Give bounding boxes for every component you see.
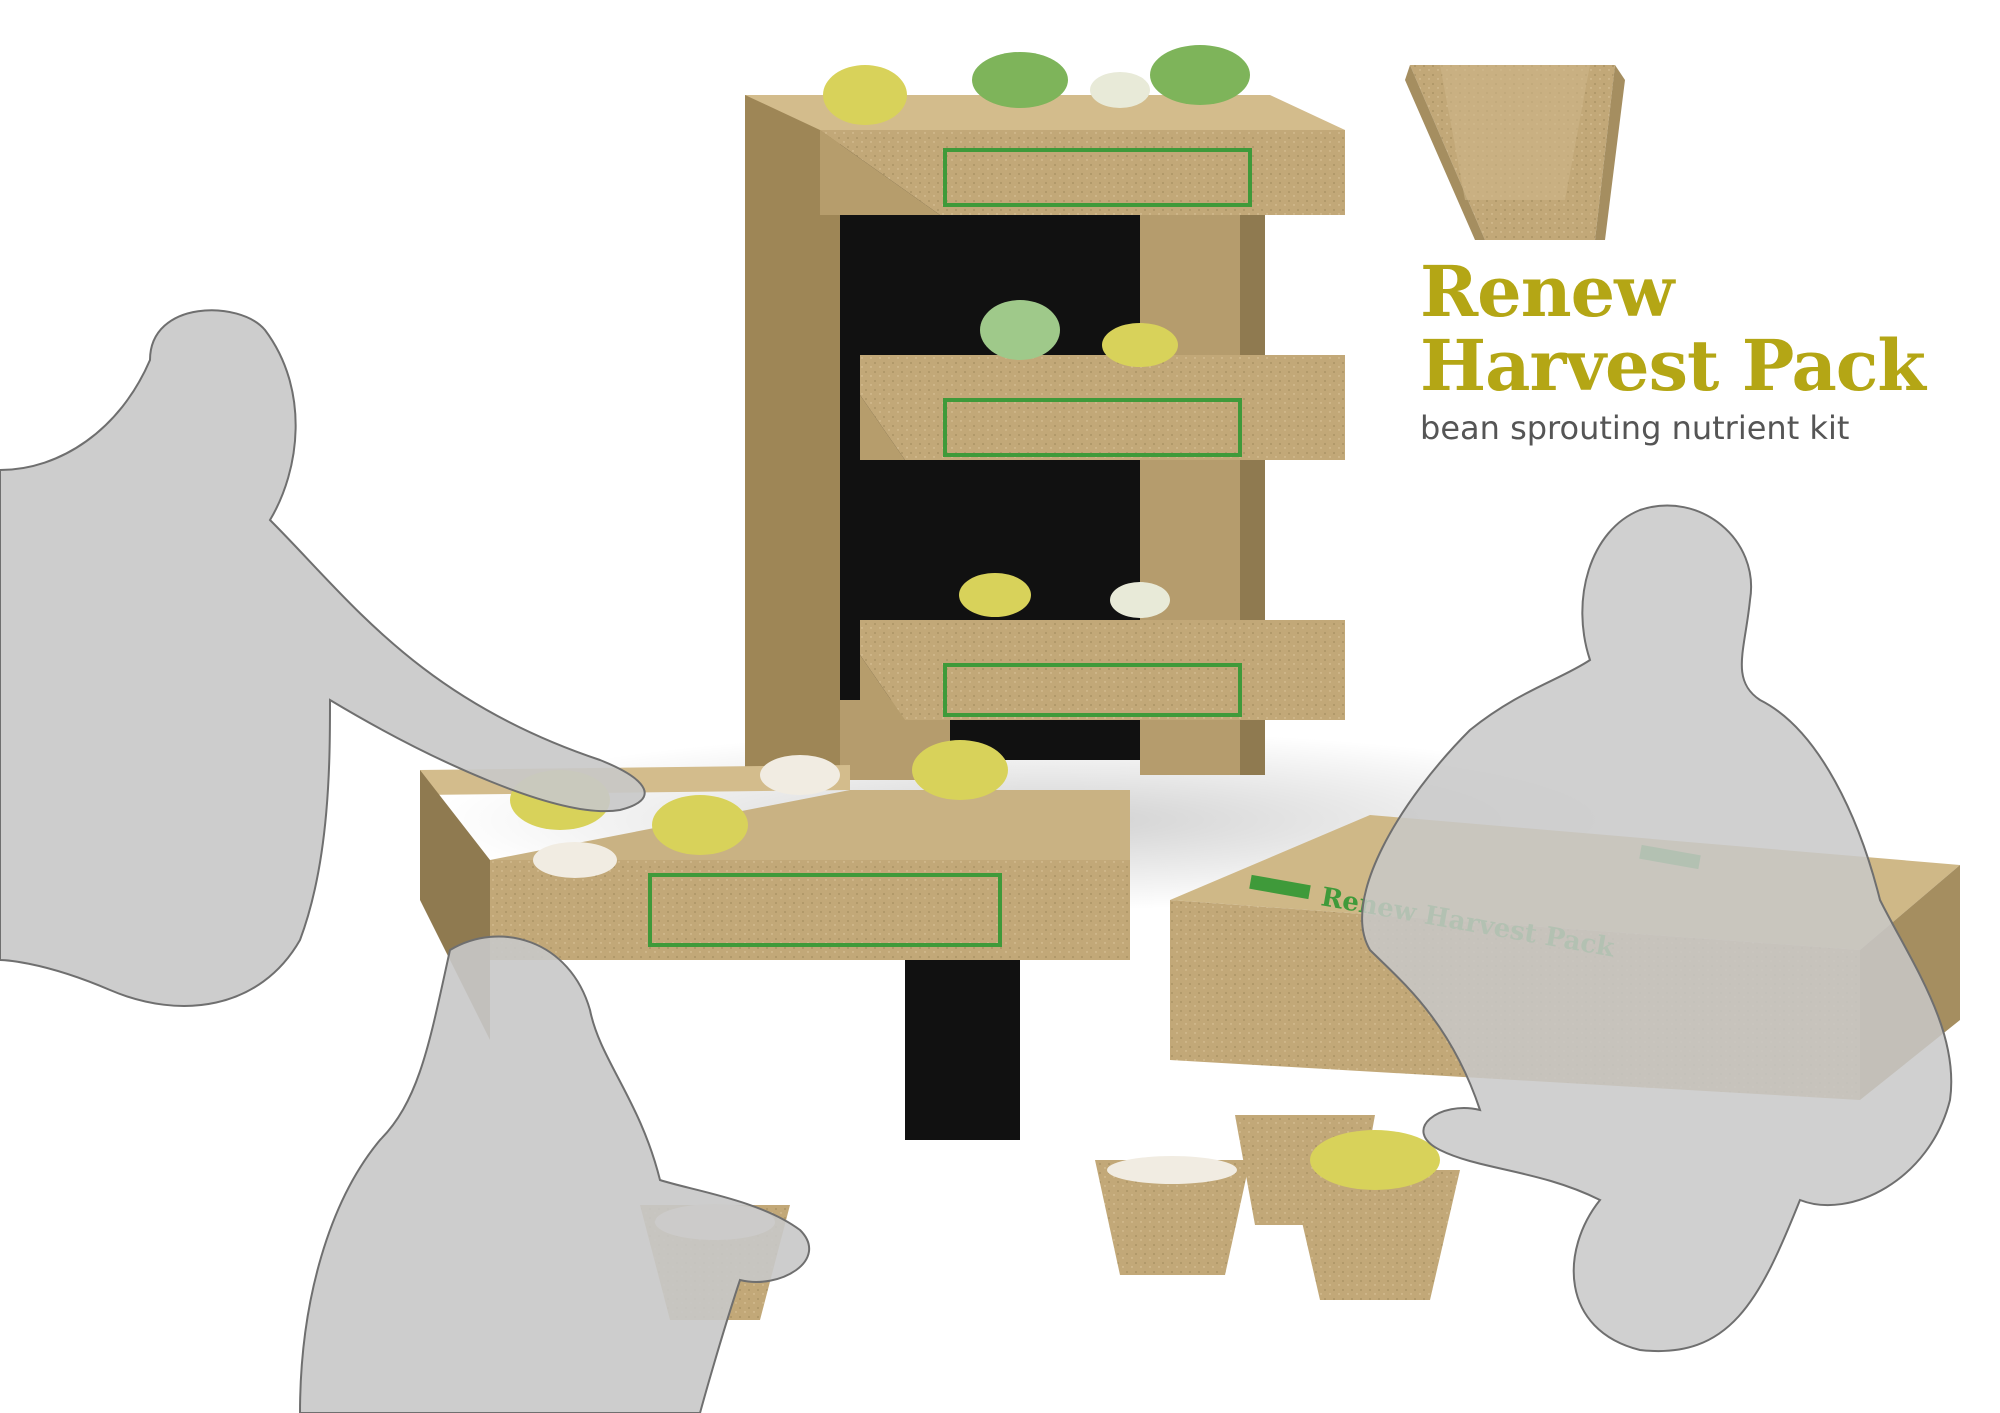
person-silhouette-child [298,935,810,1413]
person-silhouette-left [0,309,646,1007]
sprout-cup [980,300,1060,360]
tall-shelf [745,45,1345,780]
tray-interior [905,960,1020,1140]
sprout-cup [972,52,1068,108]
rice-cup [533,842,617,878]
cup-product-icon [1405,65,1625,240]
title-harvest-pack: Harvest Pack [1420,324,1926,407]
sprout-cup [1150,45,1250,105]
sprout-cup [912,740,1008,800]
box-print-mark [1249,874,1311,900]
person-silhouette-right [1361,504,1953,1353]
cup [1095,1160,1250,1275]
sprout-cup [1110,582,1170,618]
rice-cup [1107,1156,1237,1184]
cup [1290,1170,1460,1300]
rice-cup [760,755,840,795]
title-renew: Renew [1420,250,1674,333]
tray-print-top [943,148,1252,207]
subtitle: bean sprouting nutrient kit [1420,409,1850,447]
sprout-cup [1102,323,1178,367]
sprout-cup [652,795,748,855]
tray-print-low [648,873,1002,947]
tray-print-middle [943,398,1242,457]
sprout-cup [823,65,907,125]
tray-print-lower [943,663,1242,717]
sprout-cup [1090,72,1150,108]
sprout-cup [959,573,1031,617]
title-block: Renew Harvest Pack bean sprouting nutrie… [1420,250,1980,448]
sprout-cup [1310,1130,1440,1190]
